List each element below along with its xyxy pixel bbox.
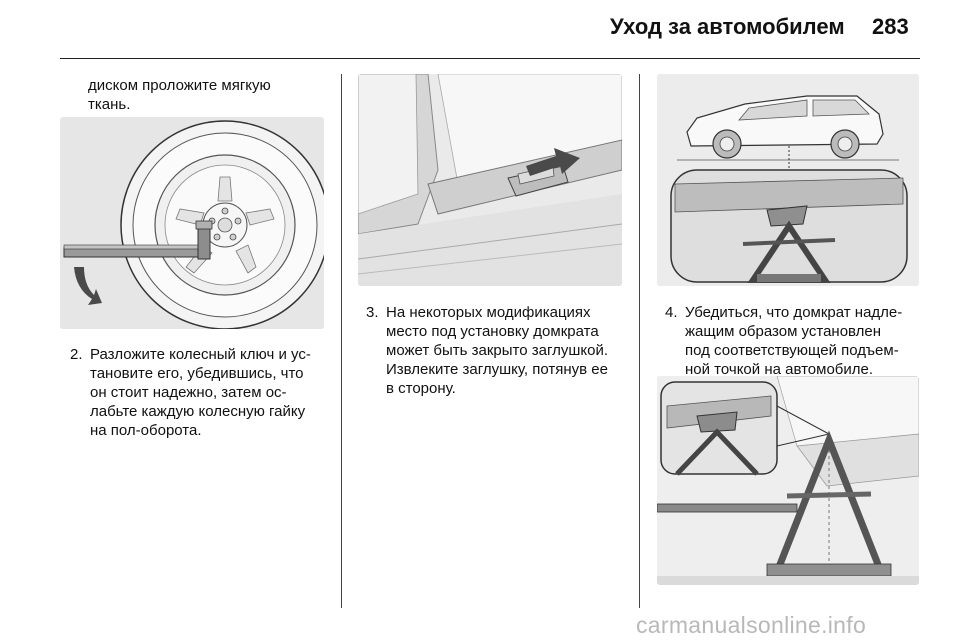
step-3: 3. На некоторых модификациях место под у…: [366, 303, 636, 403]
page-title: Уход за автомобилем: [610, 14, 845, 39]
step-line: лабьте каждую колесную гайку: [90, 403, 306, 420]
column-divider-1: [341, 74, 342, 608]
intro-text: диском проложите мягкую ткань.: [88, 76, 271, 114]
header-divider: [60, 58, 920, 59]
step-line: в сторону.: [386, 380, 456, 397]
step-text: Разложите колесный ключ и ус- тановите е…: [90, 345, 311, 440]
watermark: carmanualsonline.info: [636, 612, 867, 638]
step-text: Убедиться, что домкрат надле- жащим обра…: [685, 303, 902, 379]
step-2: 2. Разложите колесный ключ и ус- тановит…: [70, 345, 330, 445]
step-line: ной точкой на автомобиле.: [685, 361, 874, 378]
step-4: 4. Убедиться, что домкрат надле- жащим о…: [665, 303, 923, 383]
intro-line: ткань.: [88, 96, 131, 113]
car-jack-position-figure: [657, 74, 919, 286]
step-line: На некоторых модификациях: [386, 304, 591, 321]
step-line: место под установку домкрата: [386, 323, 599, 340]
wheel-wrench-figure: [60, 117, 324, 329]
wheel-wrench-illustration: [60, 117, 324, 329]
step-line: Извлеките заглушку, потянув ее: [386, 361, 608, 378]
car-on-jack-illustration: [657, 74, 919, 286]
step-number: 3.: [366, 304, 379, 321]
step-line: он стоит надежно, затем ос-: [90, 384, 287, 401]
step-text: На некоторых модификациях место под уста…: [386, 303, 608, 398]
jack-detail-figure: [657, 376, 919, 585]
step-line: тановите его, убедившись, что: [90, 365, 304, 382]
page-number: 283: [872, 14, 909, 39]
step-line: может быть закрыто заглушкой.: [386, 342, 609, 359]
step-line: Разложите колесный ключ и ус-: [90, 346, 311, 363]
step-line: жащим образом установлен: [685, 323, 882, 340]
step-number: 2.: [70, 346, 83, 363]
step-line: под соответствующей подъем-: [685, 342, 899, 359]
step-line: Убедиться, что домкрат надле-: [685, 304, 903, 321]
column-divider-2: [639, 74, 640, 608]
scissor-jack-illustration: [657, 376, 919, 585]
intro-line: диском проложите мягкую: [88, 77, 271, 94]
step-number: 4.: [665, 304, 678, 321]
jack-point-plug-figure: [358, 74, 622, 286]
underbody-plug-illustration: [358, 74, 622, 286]
step-line: на пол-оборота.: [90, 422, 202, 439]
